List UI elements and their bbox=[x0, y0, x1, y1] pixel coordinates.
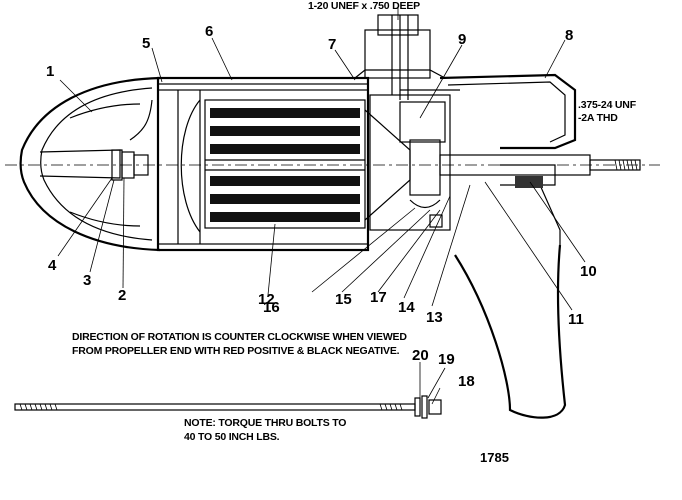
callout-10: 10 bbox=[580, 263, 597, 280]
callout-7: 7 bbox=[328, 36, 336, 53]
callout-14: 14 bbox=[398, 299, 415, 316]
callout-11: 11 bbox=[568, 311, 584, 328]
skeg-fin bbox=[454, 244, 567, 419]
motor-housing bbox=[156, 76, 370, 252]
callout-20: 20 bbox=[412, 347, 429, 364]
torque-note-1: NOTE: TORQUE THRU BOLTS TO bbox=[184, 417, 346, 429]
front-bearing-group bbox=[111, 149, 149, 181]
callout-8: 8 bbox=[565, 27, 573, 44]
armature bbox=[204, 99, 411, 229]
callout-19: 19 bbox=[438, 351, 455, 368]
callout-3: 3 bbox=[83, 272, 91, 289]
callout-4: 4 bbox=[48, 257, 57, 274]
callout-16: 16 bbox=[263, 299, 280, 316]
leader-lines bbox=[57, 8, 586, 405]
callout-6: 6 bbox=[205, 23, 213, 40]
callout-12: 12 bbox=[258, 291, 275, 308]
shaft-thread-note-1: .375-24 UNF bbox=[578, 99, 637, 111]
callout-15: 15 bbox=[335, 291, 352, 308]
callout-2: 2 bbox=[118, 287, 126, 304]
rear-housing bbox=[439, 73, 577, 245]
callout-18: 18 bbox=[458, 373, 475, 390]
nose-cone bbox=[19, 76, 161, 252]
torque-note-2: 40 TO 50 INCH LBS. bbox=[184, 431, 280, 443]
callout-5: 5 bbox=[142, 35, 150, 52]
rotation-note-2: FROM PROPELLER END WITH RED POSITIVE & B… bbox=[72, 345, 400, 357]
brush-assembly bbox=[369, 89, 460, 231]
shaft bbox=[439, 154, 641, 188]
top-thread-note: 1-20 UNEF x .750 DEEP bbox=[308, 0, 420, 12]
callout-9: 9 bbox=[458, 31, 466, 48]
rotation-note-1: DIRECTION OF ROTATION IS COUNTER CLOCKWI… bbox=[72, 331, 407, 343]
callout-17: 17 bbox=[370, 289, 387, 306]
callout-1: 1 bbox=[46, 63, 54, 80]
drawing-number: 1785 bbox=[480, 450, 509, 465]
callout-13: 13 bbox=[426, 309, 443, 326]
shaft-thread-note-2: -2A THD bbox=[578, 112, 618, 124]
thru-bolt bbox=[14, 395, 442, 419]
